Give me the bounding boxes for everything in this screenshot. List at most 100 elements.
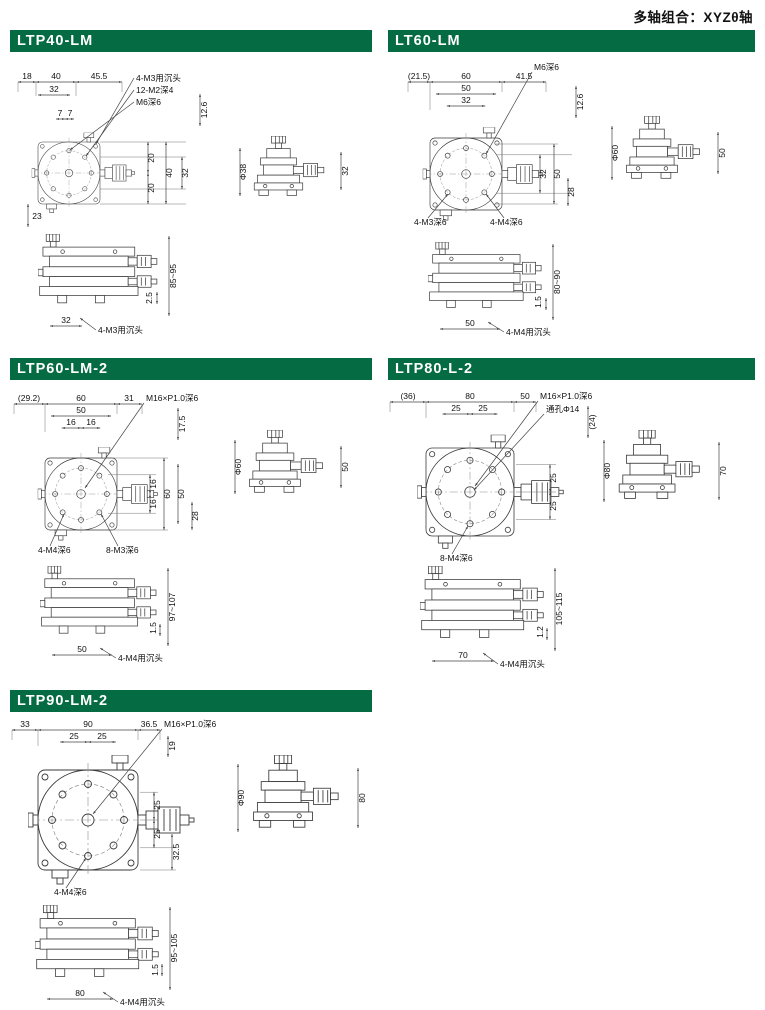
callout-label: 4-M4深6 (54, 887, 87, 897)
side-view: Φ80 70 (602, 430, 728, 502)
callout-label: 4-M3深6 (414, 217, 447, 227)
dim-label: 50 (77, 644, 87, 654)
side-view-drawing (253, 136, 325, 196)
dim-label: 16 (148, 479, 158, 489)
dim-label: 80~90 (552, 270, 562, 294)
dim-label: 90 (83, 719, 93, 729)
dim-label: 50 (461, 83, 471, 93)
plan-view: (29.2) 60 31 50 16 16 M16×P1.0深6 17.5 16… (13, 393, 200, 555)
side-view-drawing (253, 755, 339, 828)
dim-label: 7 (58, 108, 63, 118)
callout-label: 4-M4用沉头 (118, 653, 163, 663)
side-view-drawing (249, 430, 323, 493)
front-view: 80~90 1.5 50 4-M4用沉头 (428, 242, 562, 337)
section-title: LTP40-LM (17, 33, 94, 49)
plan-view-drawing (31, 132, 135, 213)
dia-label: Φ60 (610, 145, 620, 162)
plan-view: 18 40 45.5 32 7 7 4-M3用沉头 12-M2深4 M6深6 1… (17, 71, 209, 227)
dim-label: 80 (75, 988, 85, 998)
dim-label: (29.2) (18, 393, 40, 403)
dim-label: 70 (458, 650, 468, 660)
dia-label: Φ90 (236, 790, 246, 807)
callout-label: M6深6 (136, 97, 161, 107)
callout-label: 4-M4用沉头 (500, 659, 545, 669)
ltp60-lm-2-drawings: (29.2) 60 31 50 16 16 M16×P1.0深6 17.5 16… (13, 393, 350, 663)
dimension-lines (407, 71, 578, 219)
dim-label: 32 (340, 166, 350, 176)
dim-label: 1.2 (535, 626, 545, 638)
dim-label: 31 (124, 393, 134, 403)
dim-label: 50 (76, 405, 86, 415)
dim-label: 41.5 (516, 71, 533, 81)
ltp80-l-2-drawings: (36) 80 50 25 25 M16×P1.0深6 通孔Φ14 (24) 2… (389, 391, 728, 669)
dim-label: 25 (451, 403, 461, 413)
callout-label: 通孔Φ14 (546, 404, 580, 414)
dim-label: 50 (717, 148, 727, 158)
dim-label: 36.5 (141, 719, 158, 729)
dim-label: 12.6 (575, 93, 585, 110)
callout-label: 8-M4深6 (440, 553, 473, 563)
dim-label: 17.5 (177, 415, 187, 432)
dim-label: 32.5 (171, 843, 181, 860)
dim-label: 1.5 (533, 296, 543, 308)
section-ltp60-lm-2: LTP60-LM-2 (10, 358, 372, 680)
dim-label: 16 (86, 417, 96, 427)
dimension-lines (389, 400, 590, 555)
dia-label: Φ80 (602, 463, 612, 480)
dim-label: 32 (49, 84, 59, 94)
dim-label: 28 (190, 511, 200, 521)
dim-label: 7 (68, 108, 73, 118)
dim-label: 50 (465, 318, 475, 328)
dim-label: 40 (51, 71, 61, 81)
dim-label: 45.5 (91, 71, 108, 81)
section-ltp80-l-2: LTP80-L-2 (388, 358, 755, 680)
plan-view-drawing (28, 755, 195, 885)
section-header: LT60-LM (388, 30, 755, 52)
dim-label: 33 (20, 719, 30, 729)
dim-label: 16 (148, 499, 158, 509)
dim-label: (24) (587, 414, 597, 429)
section-header: LTP90-LM-2 (10, 690, 372, 712)
dim-label: 85~95 (168, 264, 178, 288)
plan-view-drawing (417, 434, 564, 549)
dim-label: 80 (465, 391, 475, 401)
front-view: 105~115 1.2 70 4-M4用沉头 (420, 566, 564, 669)
dim-label: 50 (552, 169, 562, 179)
callout-label: 4-M4用沉头 (120, 997, 165, 1007)
dim-label: 28 (566, 187, 576, 197)
dim-label: 32 (461, 95, 471, 105)
dim-label: 20 (146, 183, 156, 193)
ltp90-lm-2-drawings: 33 90 36.5 25 25 M16×P1.0深6 19 25 25 32.… (11, 719, 367, 1007)
dimension-lines (11, 728, 176, 889)
dim-label: 95~105 (169, 933, 179, 962)
dim-label: 40 (164, 168, 174, 178)
front-view-drawing (420, 566, 544, 638)
callout-label: M16×P1.0深6 (164, 719, 216, 729)
dim-label: 2.5 (144, 292, 154, 304)
dim-label: 12.6 (199, 101, 209, 118)
callout-label: 4-M4深6 (38, 545, 71, 555)
dimension-lines (13, 402, 194, 547)
side-view-drawing (618, 430, 700, 499)
callout-label: M16×P1.0深6 (146, 393, 198, 403)
section-ltp90-lm-2: LTP90-LM-2 (10, 690, 372, 1010)
dim-label: 70 (718, 466, 728, 476)
front-view: 85~95 2.5 32 4-M3用沉头 (38, 234, 178, 335)
lt60-lm-drawings: (21.5) 60 41.5 50 32 M6深6 12.6 32 50 28 … (407, 62, 727, 337)
front-view-drawing (38, 234, 158, 304)
dim-label: 25 (478, 403, 488, 413)
dim-label: 32 (180, 168, 190, 178)
dim-label: 97~107 (167, 592, 177, 621)
section-ltp40-lm: LTP40-LM (10, 30, 372, 345)
section-title: LT60-LM (395, 33, 461, 49)
plan-view-drawing (37, 447, 158, 541)
dim-label: (36) (400, 391, 415, 401)
ltp40-lm-drawings: 18 40 45.5 32 7 7 4-M3用沉头 12-M2深4 M6深6 1… (17, 71, 350, 335)
front-view-drawing (35, 905, 159, 977)
section-header: LTP80-L-2 (388, 358, 755, 380)
side-view-drawing (626, 116, 700, 179)
callout-label: M6深6 (534, 62, 559, 72)
dim-label: 80 (357, 793, 367, 803)
callout-label: 4-M3用沉头 (98, 325, 143, 335)
